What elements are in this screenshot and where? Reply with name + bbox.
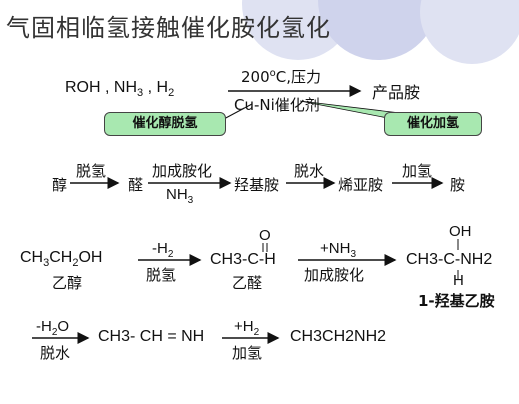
- overall-product: 产品胺: [372, 83, 421, 102]
- final-arrow1-top: -H2O: [36, 318, 70, 338]
- seq-step3-label: 脱水: [294, 162, 325, 180]
- ethanol-arrow1-bottom: 脱氢: [146, 266, 177, 284]
- ethanol-formula: CH3CH2OH: [20, 249, 103, 270]
- imine-formula: CH3- CH = NH: [98, 328, 205, 345]
- final-arrow1-bottom: 脱水: [40, 344, 71, 362]
- acetaldehyde-o: O: [259, 227, 271, 244]
- seq-amine: 胺: [450, 176, 466, 194]
- final-arrow2-bottom: 加氢: [232, 344, 263, 362]
- hydroxyamine-name: 1-羟基乙胺: [418, 292, 495, 310]
- ethanol-arrow2-bottom: 加成胺化: [304, 266, 365, 284]
- callout-left-pointer: [221, 103, 253, 121]
- ethanol-name: 乙醇: [52, 274, 83, 292]
- seq-aldehyde: 醛: [128, 176, 144, 194]
- callout-hydrogenation: 催化加氢: [384, 112, 482, 136]
- overall-catalyst: Cu-Ni催化剂: [234, 96, 320, 114]
- hydroxyamine-h: H: [453, 272, 464, 289]
- final-arrow2-top: +H2: [234, 318, 260, 338]
- callout-dehydrogenation: 催化醇脱氢: [104, 112, 226, 136]
- seq-step1-label: 脱氢: [76, 162, 107, 180]
- seq-alcohol: 醇: [52, 176, 68, 194]
- acetaldehyde-name: 乙醛: [232, 274, 263, 292]
- overall-reactants: ROH , NH3 , H2: [65, 79, 175, 100]
- seq-step2-reagent: NH3: [166, 186, 194, 206]
- seq-hydroxyamine: 羟基胺: [234, 176, 280, 194]
- acetaldehyde-formula: CH3-C-H: [210, 251, 276, 268]
- ethanol-arrow2-top: +NH3: [320, 240, 356, 260]
- overall-conditions-top: 200oC,压力: [241, 68, 322, 86]
- seq-step4-label: 加氢: [402, 162, 433, 180]
- hydroxyamine-oh: OH: [449, 223, 472, 240]
- page-title: 气固相临氢接触催化胺化氢化: [6, 14, 331, 42]
- final-product: CH3CH2NH2: [290, 328, 387, 345]
- ethanol-arrow1-top: -H2: [152, 240, 174, 260]
- seq-imine: 烯亚胺: [338, 176, 384, 194]
- seq-step2-label: 加成胺化: [152, 162, 213, 180]
- hydroxyamine-formula: CH3-C-NH2: [406, 251, 493, 268]
